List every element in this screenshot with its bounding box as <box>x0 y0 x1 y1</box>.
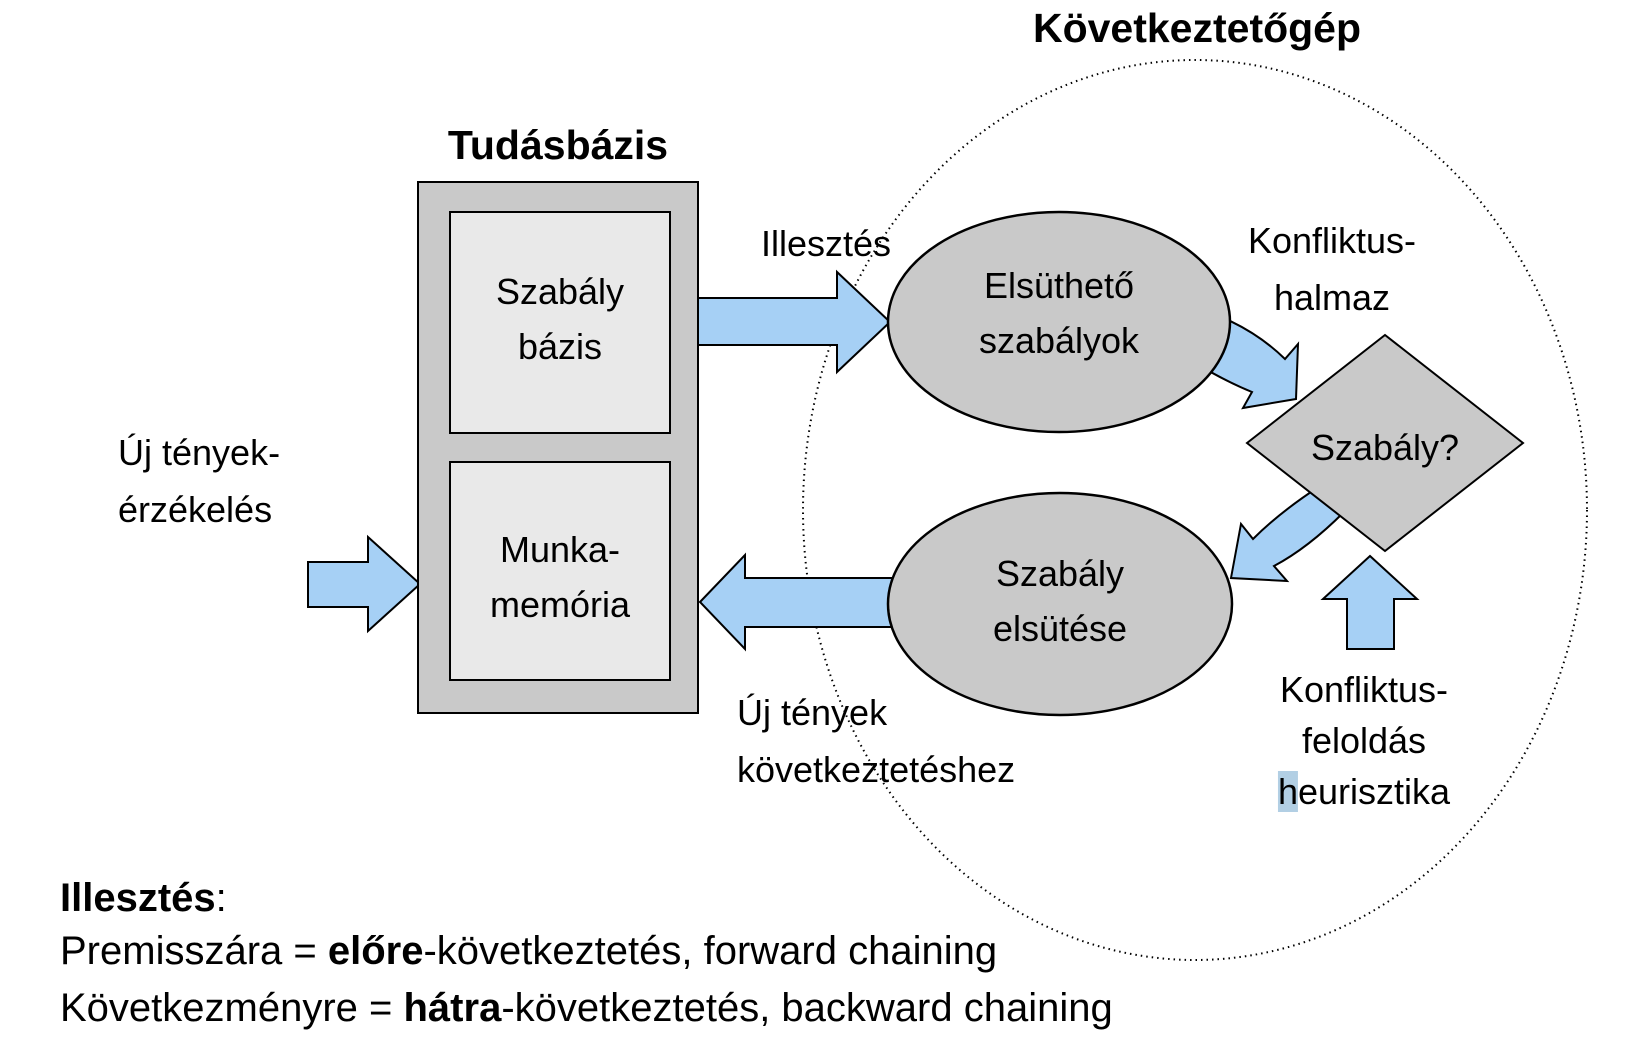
conflict-resolution-label-line1: Konfliktus- <box>1279 669 1449 710</box>
conflict-resolution-label: Konfliktus- feloldás heurisztika <box>1277 664 1451 817</box>
rule-decision-label: Szabály? <box>1310 427 1460 468</box>
new-facts-sensing-label-line1: Új tények- <box>118 432 281 473</box>
new-facts-sensing-label: Új tények- érzékelés <box>118 424 280 538</box>
rule-firing-arrow-icon <box>1229 484 1346 583</box>
footer-line2-bold: hátra <box>403 986 502 1030</box>
footer-heading-word: Illesztés <box>60 876 216 920</box>
fireable-rules-label-line1: Elsüthető <box>983 265 1135 306</box>
rule-firing-ellipse <box>886 491 1234 717</box>
sensing-arrow-right-icon <box>307 534 422 634</box>
working-memory-label-line2: memória <box>489 584 631 625</box>
footer-heading: Illesztés: <box>60 874 227 922</box>
conflict-resolution-label-line3: heurisztika <box>1277 766 1451 817</box>
rule-base-label-line2: bázis <box>517 326 603 367</box>
footer-heading-colon: : <box>215 876 227 920</box>
working-memory-label-line1: Munka- <box>499 529 621 570</box>
footer-forward-chaining-line: Premisszára = előre-következtetés, forwa… <box>60 927 997 975</box>
new-facts-inference-label-line2: következtetéshez <box>737 749 1016 790</box>
rule-base-label: Szabály bázis <box>496 264 624 374</box>
knowledge-base-title: Tudásbázis <box>447 122 669 168</box>
fireable-rules-label-line2: szabályok <box>978 320 1140 361</box>
conflict-set-label-line1: Konfliktus- <box>1247 220 1417 261</box>
rule-firing-label: Szabály elsütése <box>993 546 1127 656</box>
footer-line2-suffix: -következtetés, backward chaining <box>501 986 1113 1030</box>
fireable-rules-ellipse <box>886 210 1232 434</box>
conflict-set-label-line2: halmaz <box>1273 277 1391 318</box>
conflict-resolution-label-line3-rest: eurisztika <box>1297 771 1451 812</box>
heuristic-arrow-up-icon <box>1320 554 1420 650</box>
inference-engine-title: Következtetőgép <box>1032 5 1362 51</box>
footer-line1-prefix: Premisszára = <box>60 929 328 973</box>
footer-line1-suffix: -következtetés, forward chaining <box>423 929 998 973</box>
new-facts-sensing-label-line2: érzékelés <box>118 489 273 530</box>
rule-base-label-line1: Szabály <box>495 271 625 312</box>
working-memory-box <box>449 461 671 681</box>
rule-firing-label-line2: elsütése <box>992 608 1128 649</box>
fireable-rules-label: Elsüthető szabályok <box>979 258 1139 368</box>
highlighted-letter: h <box>1277 771 1298 812</box>
footer-line2-prefix: Következményre = <box>60 986 404 1030</box>
new-facts-inference-label: Új tények következtetéshez <box>737 684 1015 798</box>
inference-engine-boundary-circle <box>802 59 1588 961</box>
conflict-set-label: Konfliktus- halmaz <box>1248 212 1416 326</box>
new-facts-arrow-left-icon <box>698 552 896 652</box>
matching-arrow-right-icon <box>697 269 892 375</box>
rule-firing-label-line1: Szabály <box>995 553 1125 594</box>
conflict-resolution-label-line2: feloldás <box>1301 720 1427 761</box>
matching-label: Illesztés <box>760 223 892 264</box>
working-memory-label: Munka- memória <box>490 522 630 632</box>
footer-backward-chaining-line: Következményre = hátra-következtetés, ba… <box>60 984 1113 1032</box>
new-facts-inference-label-line1: Új tények <box>737 692 888 733</box>
rule-base-box <box>449 211 671 434</box>
rule-decision-diamond <box>1245 333 1525 553</box>
footer-line1-bold: előre <box>327 929 424 973</box>
